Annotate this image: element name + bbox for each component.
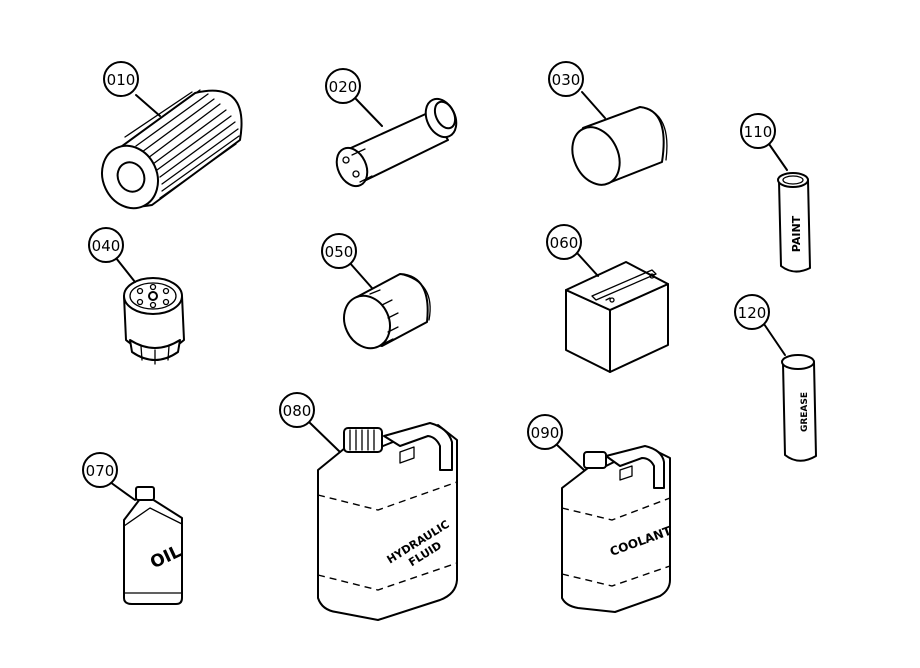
part-110-paint-can: PAINT 110	[740, 113, 811, 273]
part-040-spin-on-filter: 040	[88, 227, 185, 365]
callout-bubble-060	[546, 224, 582, 260]
callout-030: 030	[552, 71, 581, 89]
callout-010: 010	[107, 71, 136, 89]
callout-120: 120	[738, 304, 767, 322]
callout-070: 070	[86, 462, 115, 480]
callout-bubble-110	[740, 113, 776, 149]
part-090-coolant-jug: COOLANT 090	[527, 414, 674, 613]
label-paint: PAINT	[790, 215, 803, 252]
callout-bubble-010	[103, 61, 139, 97]
callout-bubble-050	[321, 233, 357, 269]
part-070-oil-bottle: OIL 070	[82, 452, 185, 605]
part-060-battery: 060	[546, 224, 669, 373]
callout-020: 020	[329, 78, 358, 96]
callout-bubble-030	[548, 61, 584, 97]
label-grease: GREASE	[800, 392, 810, 432]
callout-bubble-020	[325, 68, 361, 104]
part-120-grease-tube: GREASE 120	[734, 294, 817, 462]
callout-bubble-120	[734, 294, 770, 330]
part-020-inline-filter: 020	[325, 68, 458, 188]
callout-040: 040	[92, 237, 121, 255]
part-080-hydraulic-jug: HYDRAULIC FLUID 080	[279, 392, 458, 621]
callout-bubble-080	[279, 392, 315, 428]
callout-bubble-090	[527, 414, 563, 450]
part-030-canister-filter: 030	[548, 61, 668, 186]
callout-bubble-070	[82, 452, 118, 488]
callout-bubble-040	[88, 227, 124, 263]
part-050-spin-on-filter: 050	[321, 233, 431, 350]
callout-050: 050	[325, 243, 354, 261]
callout-060: 060	[550, 234, 579, 252]
callout-080: 080	[283, 402, 312, 420]
callout-090: 090	[531, 424, 560, 442]
part-010-pleated-filter: 010	[101, 61, 243, 210]
callout-110: 110	[744, 123, 773, 141]
